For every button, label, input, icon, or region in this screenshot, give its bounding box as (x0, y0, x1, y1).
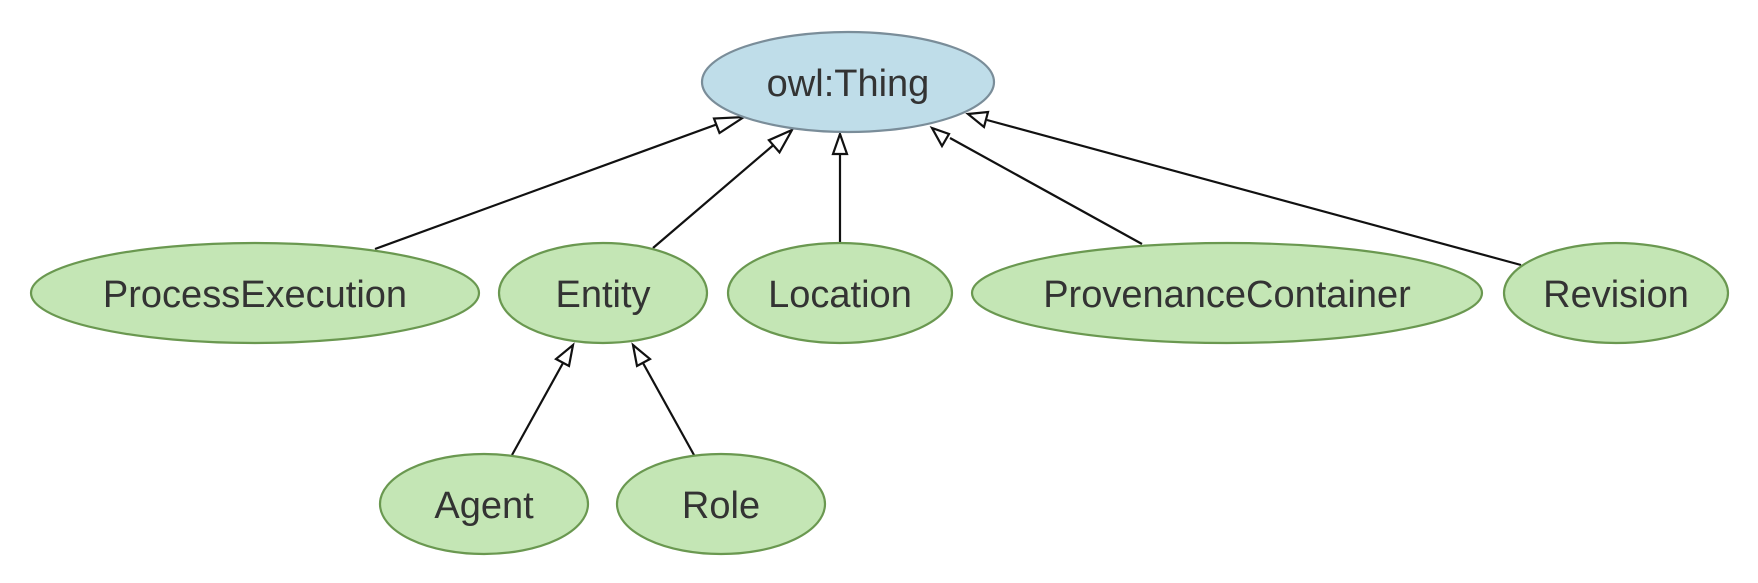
node-role[interactable]: Role (615, 452, 827, 556)
edge-processexecution-to-owl-thing (374, 115, 749, 251)
edge-revision-to-owl-thing (965, 110, 1522, 267)
node-label-owl-thing: owl:Thing (767, 63, 930, 105)
node-label-revision: Revision (1543, 274, 1689, 316)
node-entity[interactable]: Entity (497, 241, 709, 345)
edge-role-to-entity (631, 342, 695, 456)
node-label-agent: Agent (434, 485, 534, 527)
node-label-location: Location (768, 274, 912, 316)
node-revision[interactable]: Revision (1502, 241, 1730, 345)
node-label-entity: Entity (555, 274, 650, 316)
node-owl-thing[interactable]: owl:Thing (700, 30, 996, 134)
hollow-arrowhead-icon (554, 342, 575, 368)
node-label-processexecution: ProcessExecution (103, 274, 407, 316)
hollow-arrowhead-icon (929, 125, 951, 149)
node-location[interactable]: Location (726, 241, 954, 345)
hollow-arrowhead-icon (831, 130, 849, 156)
node-label-provenancecontainer: ProvenanceContainer (1043, 274, 1411, 316)
hollow-arrowhead-icon (631, 342, 652, 368)
edge-agent-to-entity (511, 342, 575, 456)
node-agent[interactable]: Agent (378, 452, 590, 556)
hollow-arrowhead-icon (712, 115, 749, 135)
edge-entity-to-owl-thing (652, 127, 795, 249)
hollow-arrowhead-icon (965, 110, 990, 129)
node-provenancecontainer[interactable]: ProvenanceContainer (970, 241, 1484, 345)
edges-layer (374, 110, 1522, 456)
hollow-arrowhead-icon (767, 127, 795, 155)
edge-provenancecontainer-to-owl-thing (929, 125, 1143, 245)
node-processexecution[interactable]: ProcessExecution (29, 241, 481, 345)
nodes-layer: owl:Thing ProcessExecution Entity Locati… (29, 30, 1730, 556)
edge-location-to-owl-thing (831, 130, 849, 242)
node-label-role: Role (682, 485, 760, 527)
